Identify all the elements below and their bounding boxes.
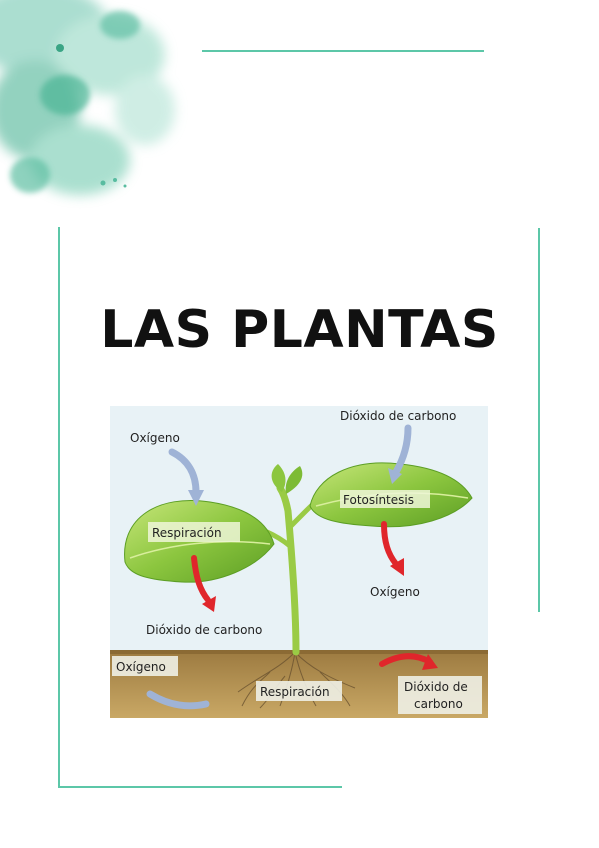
label-left-leaf-respiration: Respiración bbox=[152, 526, 222, 540]
label-soil-oxygen: Oxígeno bbox=[116, 660, 166, 674]
label-soil-co2-line1: Dióxido de bbox=[404, 680, 468, 694]
label-right-oxygen: Oxígeno bbox=[370, 585, 420, 599]
right-rule bbox=[538, 228, 540, 612]
bottom-rule bbox=[58, 786, 342, 788]
stem bbox=[276, 484, 300, 656]
label-left-co2: Dióxido de carbono bbox=[146, 623, 262, 637]
roots bbox=[237, 651, 356, 709]
label-soil-co2-line2: carbono bbox=[414, 697, 463, 711]
page-title: LAS PLANTAS bbox=[100, 300, 499, 360]
label-top-right-co2: Dióxido de carbono bbox=[340, 409, 456, 423]
label-root-respiration: Respiración bbox=[260, 685, 330, 699]
watercolor-decoration bbox=[0, 0, 175, 195]
incoming-gas-arrows bbox=[146, 424, 412, 710]
label-right-leaf-photosynthesis: Fotosíntesis bbox=[343, 493, 414, 507]
left-rule bbox=[58, 227, 60, 787]
top-rule bbox=[202, 50, 484, 52]
label-top-left-oxygen: Oxígeno bbox=[130, 431, 180, 445]
plant-diagram: Dióxido de carbono Oxígeno Respiración F… bbox=[110, 406, 488, 718]
